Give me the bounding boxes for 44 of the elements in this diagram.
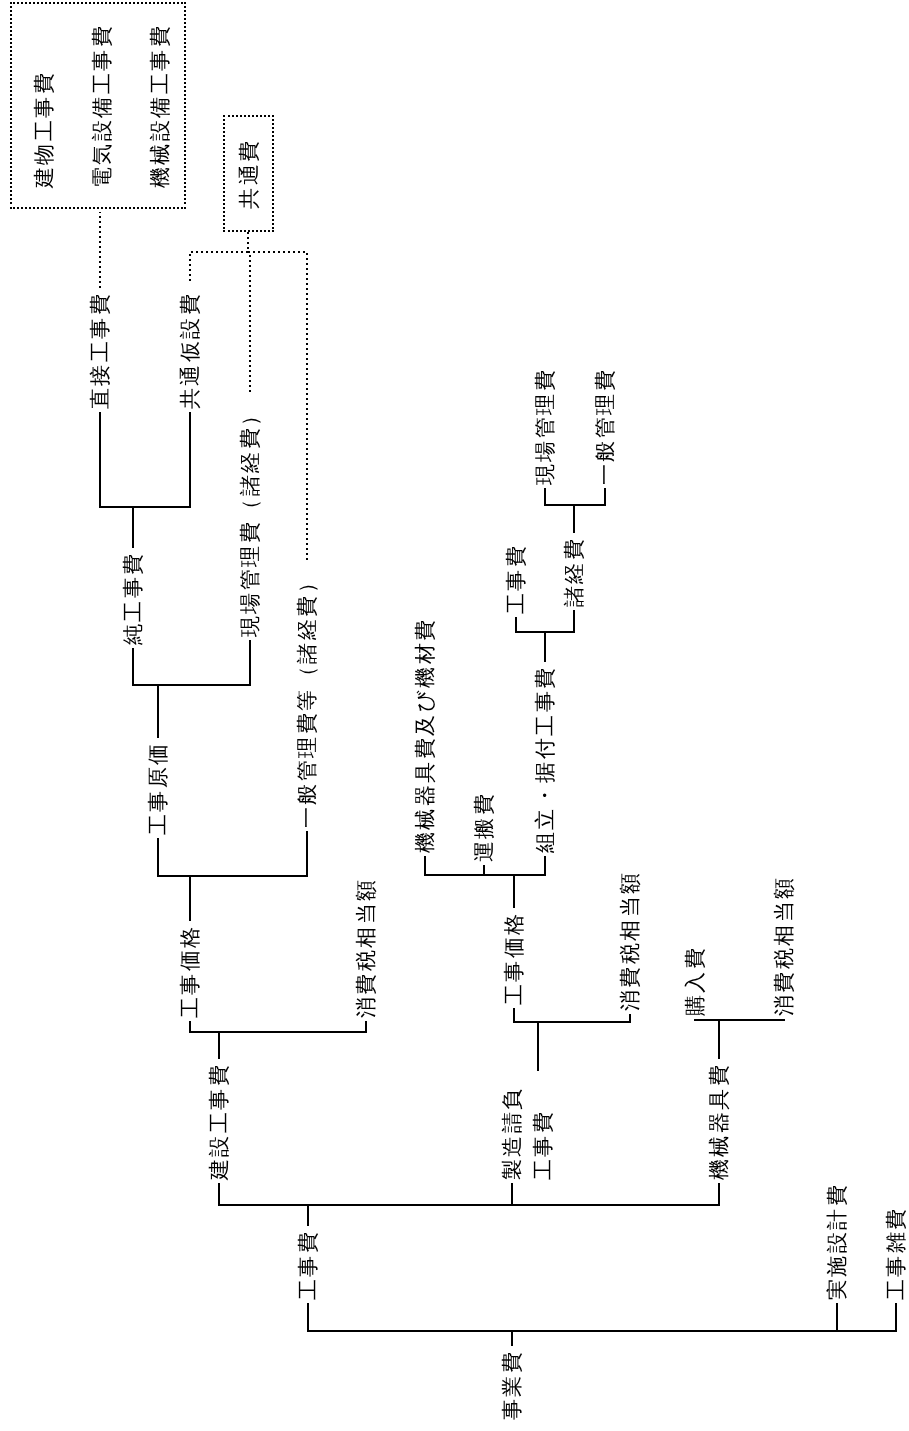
cost-item-label: 工事価格 (179, 924, 201, 1018)
cost-item-label: 製造請負工事費 (496, 1074, 559, 1180)
tree-connector (513, 855, 546, 909)
cost-item-label: 消費税相当額 (355, 877, 377, 1018)
cost-item-label: 建設工事費 (208, 1062, 230, 1180)
tree-connector (511, 1302, 897, 1347)
cost-item-label: 機械器具費及び機材費 (414, 617, 436, 853)
cost-item-label: 購入費 (684, 945, 706, 1016)
cost-item-label: 事業費 (501, 1349, 523, 1420)
cost-item-label: 建物工事費 (33, 70, 55, 188)
tree-connector (573, 487, 606, 534)
cost-item-label: 共通費 (237, 138, 260, 209)
tree-connector (544, 609, 575, 663)
cost-item-label: 消費税相当額 (773, 875, 795, 1016)
cost-item-label: 工事費 (505, 543, 527, 614)
cost-item-label: 諸経費 (563, 536, 585, 607)
tree-connector (718, 1018, 785, 1060)
tree-connector (218, 1020, 367, 1060)
cost-item-label: 工事原価 (147, 741, 169, 835)
cost-item-label: 運搬費 (473, 791, 495, 862)
cost-item-label: 工事費 (297, 1229, 319, 1300)
tree-connector (132, 411, 191, 549)
dotted-box (223, 115, 274, 232)
tree-connector (189, 830, 308, 922)
cost-item-label: 電気設備工事費 (91, 23, 113, 188)
cost-item-label: 現場管理費（諸経費） (239, 402, 261, 637)
cost-item-label: 現場管理費 (534, 367, 556, 485)
cost-item-label: 工事価格 (503, 911, 525, 1005)
cost-item-label: 一般管理費 (594, 367, 616, 485)
cost-item-label: 実施設計費 (826, 1182, 848, 1300)
cost-item-label: 純工事費 (122, 551, 144, 645)
cost-item-label: 消費税相当額 (619, 870, 641, 1011)
tree-connector (307, 1182, 720, 1227)
cost-item-label: 工事雑費 (885, 1206, 907, 1300)
dotted-box (10, 2, 186, 209)
cost-item-label: 共通仮設費 (179, 291, 201, 409)
cost-item-label: 直接工事費 (89, 291, 111, 409)
cost-item-label: 機械器具費 (708, 1062, 730, 1180)
cost-item-label: 一般管理費等（諸経費） (296, 569, 318, 828)
cost-item-label: 機械設備工事費 (149, 23, 171, 188)
dotted-connector (99, 211, 101, 289)
tree-connector (537, 1013, 631, 1072)
cost-item-label: 組立・据付工事費 (534, 665, 556, 853)
tree-connector (157, 639, 251, 739)
